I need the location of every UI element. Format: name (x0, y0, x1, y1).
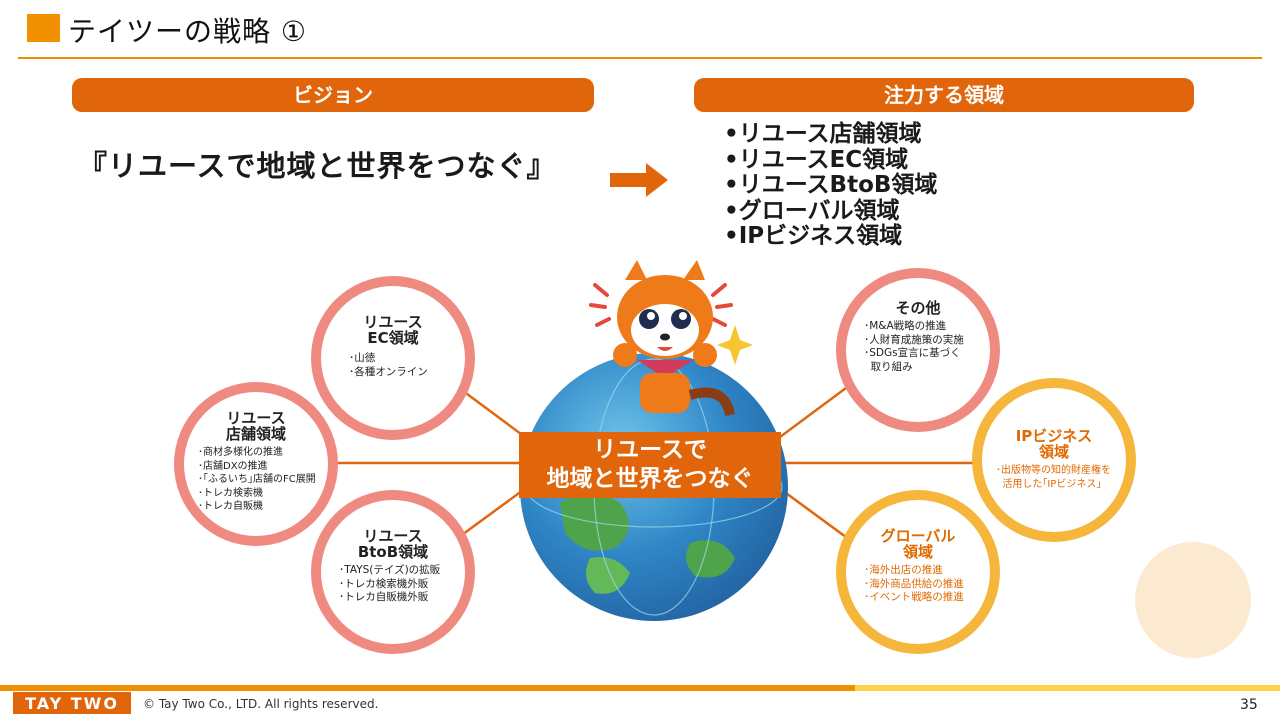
circle-title-line: 店舗領域 (225, 425, 286, 443)
circle-title: その他 (846, 300, 990, 316)
focus-list: •リユース店舗領域 •リユースEC領域 •リユースBtoB領域 •グローバル領域… (724, 121, 938, 250)
circle-item: ･トレカ自販機 (198, 501, 263, 512)
page-number: 35 (1240, 697, 1258, 713)
vision-statement: 『リユースで地域と世界をつなぐ』 (78, 149, 557, 183)
circle-item: ･出版物等の知的財産権を (996, 465, 1111, 476)
circle-item: 活用した｢IPビジネス｣ (996, 478, 1102, 490)
circle-item: ･M&A戦略の推進 (864, 320, 947, 332)
circle-item: ･商材多様化の推進 (198, 447, 283, 458)
circle-title: リユース EC領域 (321, 314, 465, 346)
footer-bar (0, 685, 1280, 691)
circle-title-line: IPビジネス (1015, 427, 1093, 445)
circle-title-line: 領域 (1038, 443, 1069, 461)
focus-item: •リユースEC領域 (724, 146, 909, 173)
focus-item: •IPビジネス領域 (724, 223, 903, 249)
circle-inner: グローバル 領域 ･海外出店の推進 ･海外商品供給の推進 ･イベント戦略の推進 (846, 500, 990, 644)
center-label-line: 地域と世界をつなぐ (546, 466, 754, 492)
circle-title-line: リユース (363, 313, 423, 331)
circle-items: ･出版物等の知的財産権を 活用した｢IPビジネス｣ (996, 464, 1111, 491)
circle-other: その他 ･M&A戦略の推進 ･人財育成施策の実施 ･SDGs宣言に基づく 取り組… (836, 268, 1000, 432)
circle-item: ･トレカ検索機 (198, 487, 263, 499)
circle-title: グローバル 領域 (846, 528, 990, 560)
focus-item: •グローバル領域 (724, 197, 900, 224)
circle-item: ･トレカ自販機外販 (339, 591, 429, 603)
circle-title: リユース BtoB領域 (321, 528, 465, 560)
circle-items: ･山徳 ･各種オンライン (349, 352, 428, 379)
circle-item: ･トレカ検索機外販 (339, 577, 429, 590)
circle-title-line: 領域 (902, 543, 933, 561)
mascot-character (589, 260, 753, 417)
circle-reuse-store: リユース 店舗領域 ･商材多様化の推進 ･店舗DXの推進 ･｢ふるいち｣店舗のF… (174, 382, 338, 546)
circle-items: ･商材多様化の推進 ･店舗DXの推進 ･｢ふるいち｣店舗のFC展開 ･トレカ検索… (198, 446, 316, 514)
page-title: テイツーの戦略 ① (68, 15, 308, 48)
circle-item: ･SDGs宣言に基づく (864, 347, 961, 359)
circle-item: ･TAYS(テイズ)の拡販 (339, 564, 441, 576)
circle-item: ･店舗DXの推進 (198, 460, 268, 472)
focus-item: •リユースBtoB領域 (724, 172, 938, 198)
title-square-icon (27, 14, 60, 42)
circle-title: リユース 店舗領域 (184, 410, 328, 442)
focus-item: •リユース店舗領域 (724, 121, 922, 147)
circle-item: ･各種オンライン (349, 365, 428, 378)
circle-global: グローバル 領域 ･海外出店の推進 ･海外商品供給の推進 ･イベント戦略の推進 (836, 490, 1000, 654)
circle-item: 取り組み (864, 360, 913, 373)
circle-title-line: その他 (895, 299, 941, 317)
circle-item: ･｢ふるいち｣店舗のFC展開 (198, 474, 316, 485)
circle-item: ･イベント戦略の推進 (864, 591, 964, 603)
circle-item: ･山徳 (349, 352, 376, 364)
circle-reuse-ec: リユース EC領域 ･山徳 ･各種オンライン (311, 276, 475, 440)
circle-items: ･海外出店の推進 ･海外商品供給の推進 ･イベント戦略の推進 (864, 564, 964, 605)
circle-inner: リユース 店舗領域 ･商材多様化の推進 ･店舗DXの推進 ･｢ふるいち｣店舗のF… (184, 392, 328, 536)
circle-title: IPビジネス 領域 (982, 428, 1126, 460)
center-vision-label: リユースで 地域と世界をつなぐ (519, 432, 781, 498)
circle-title-line: グローバル (880, 527, 956, 545)
circle-title-line: リユース (226, 409, 286, 427)
circle-item: ･海外商品供給の推進 (864, 577, 964, 590)
right-arrow-icon (610, 163, 668, 197)
logo-text: TAY TWO (25, 694, 119, 713)
circle-item: ･人財育成施策の実施 (864, 333, 964, 346)
circle-item: ･海外出店の推進 (864, 564, 943, 576)
tay-two-logo: TAY TWO (13, 692, 131, 714)
circle-ip-business: IPビジネス 領域 ･出版物等の知的財産権を 活用した｢IPビジネス｣ (972, 378, 1136, 542)
circle-title-line: リユース (363, 527, 423, 545)
furuichi-watermark-logo (1135, 542, 1251, 658)
circle-items: ･TAYS(テイズ)の拡販 ･トレカ検索機外販 ･トレカ自販機外販 (339, 564, 440, 605)
copyright-text: © Tay Two Co., LTD. All rights reserved. (143, 697, 379, 711)
circle-reuse-btob: リユース BtoB領域 ･TAYS(テイズ)の拡販 ･トレカ検索機外販 ･トレカ… (311, 490, 475, 654)
circle-items: ･M&A戦略の推進 ･人財育成施策の実施 ･SDGs宣言に基づく 取り組み (864, 320, 964, 374)
globe-continents (525, 358, 783, 616)
circle-inner: IPビジネス 領域 ･出版物等の知的財産権を 活用した｢IPビジネス｣ (982, 388, 1126, 532)
circle-title-line: EC領域 (367, 329, 419, 347)
footer-bar-accent (855, 685, 1280, 691)
circle-inner: リユース EC領域 ･山徳 ･各種オンライン (321, 286, 465, 430)
circle-title-line: BtoB領域 (357, 543, 429, 561)
circle-inner: リユース BtoB領域 ･TAYS(テイズ)の拡販 ･トレカ検索機外販 ･トレカ… (321, 500, 465, 644)
vision-header: ビジョン (72, 78, 594, 112)
title-divider (18, 57, 1262, 59)
circle-inner: その他 ･M&A戦略の推進 ･人財育成施策の実施 ･SDGs宣言に基づく 取り組… (846, 278, 990, 422)
focus-header: 注力する領域 (694, 78, 1194, 112)
center-label-line: リユースで (593, 437, 707, 463)
